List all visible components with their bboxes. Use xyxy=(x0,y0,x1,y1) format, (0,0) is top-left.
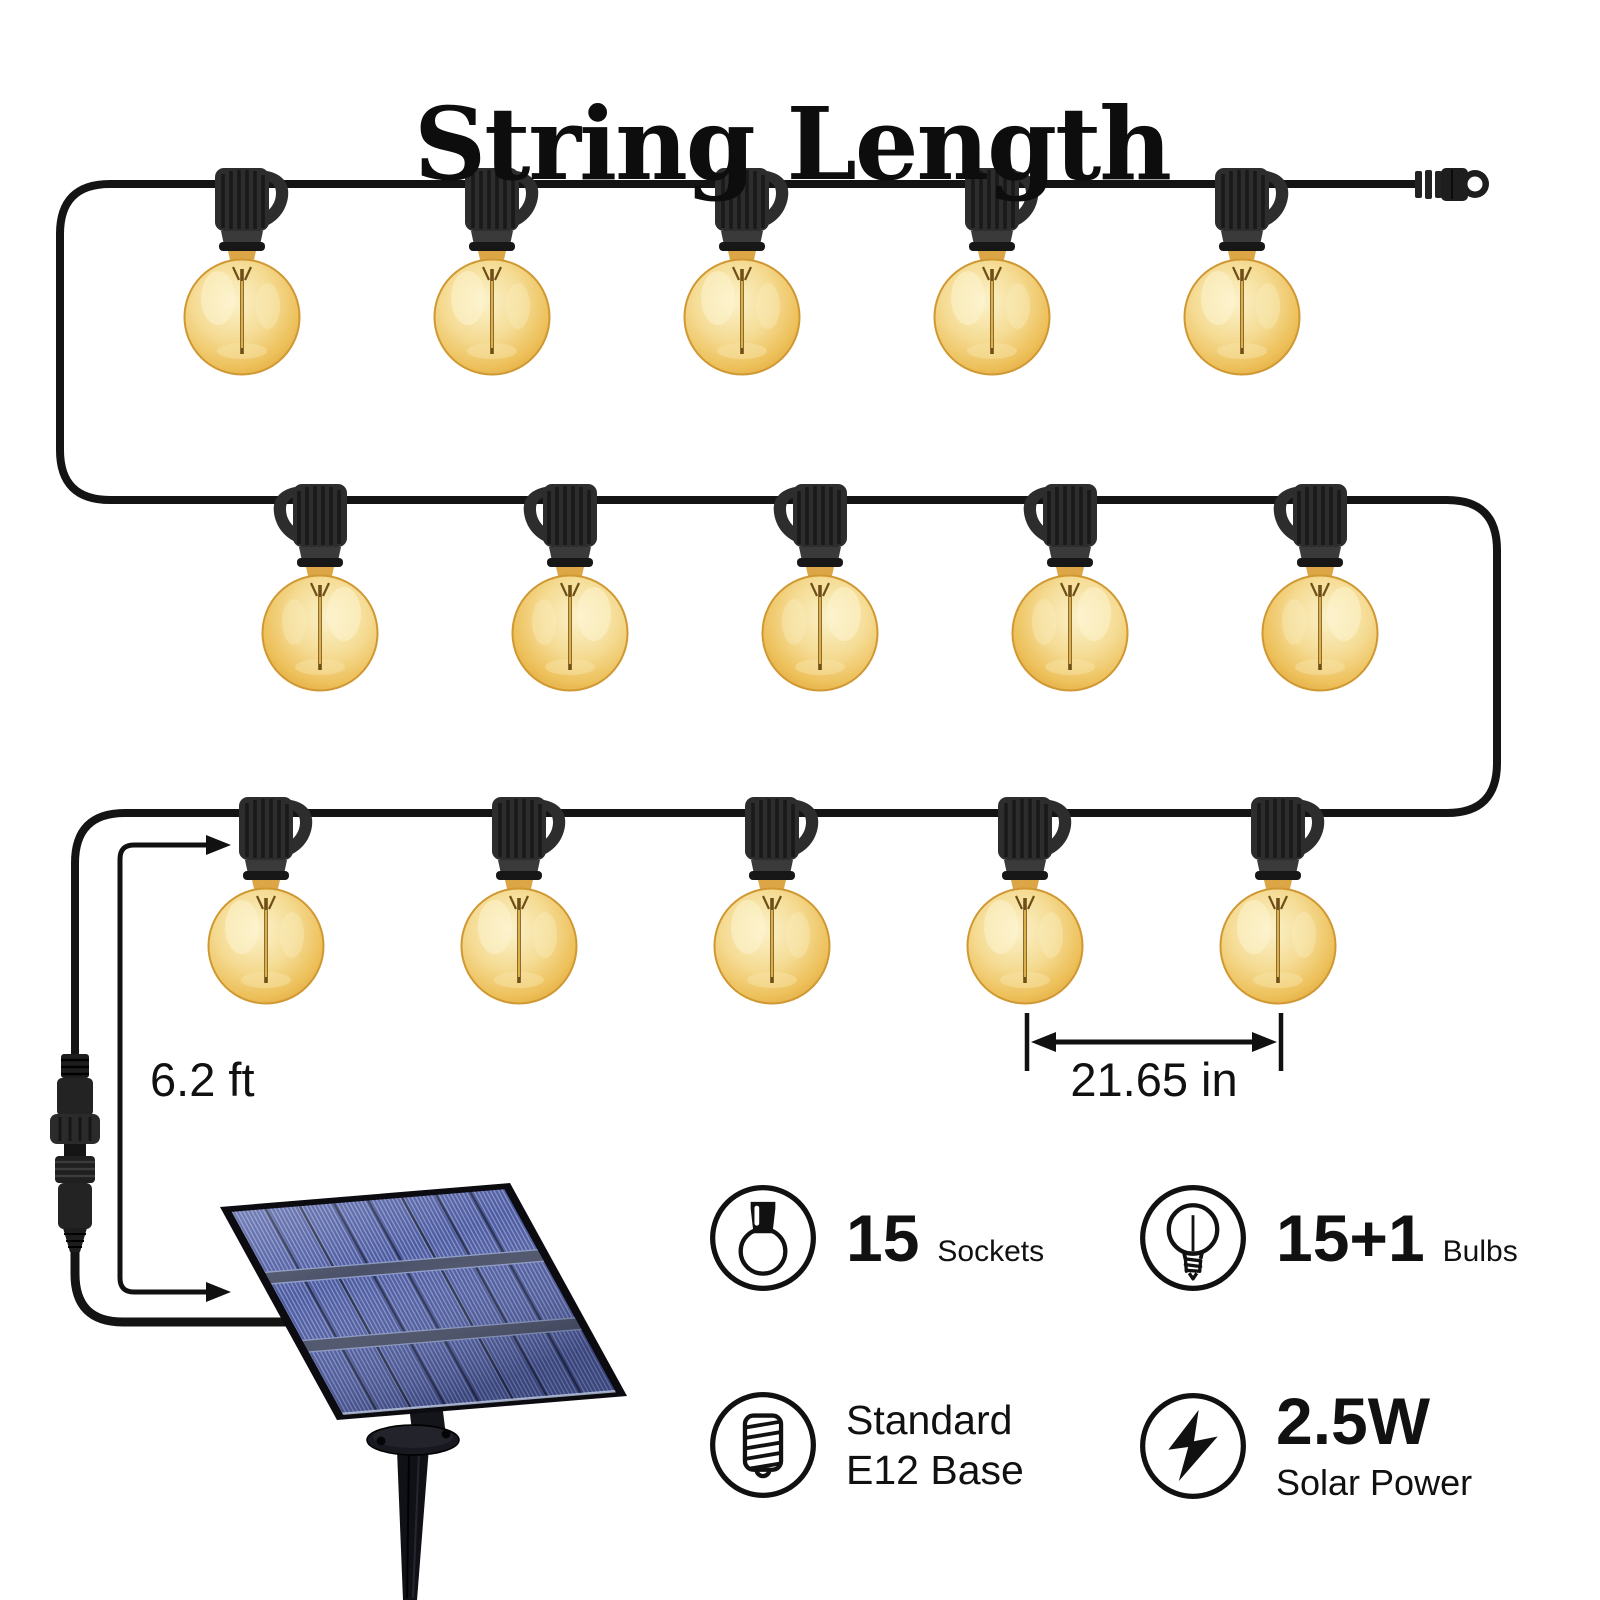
bulbs-count: 15+1 xyxy=(1276,1201,1425,1275)
feature-bulbs: 15+1 Bulbs xyxy=(1136,1181,1518,1295)
hanging-loop-end xyxy=(1415,168,1489,201)
lead-length-annotation xyxy=(117,835,231,1302)
power-plug-connector xyxy=(50,1054,100,1252)
solar-power-label: Solar Power xyxy=(1276,1462,1473,1503)
page-title: String Length xyxy=(414,85,1172,203)
lightning-icon xyxy=(1140,1393,1246,1499)
lead-wire xyxy=(70,1250,298,1327)
solar-watts: 2.5W xyxy=(1276,1384,1431,1458)
light-socket-bulb xyxy=(260,482,380,693)
stake-flange xyxy=(366,1424,460,1456)
light-socket-bulb xyxy=(459,795,579,1006)
solar-panel xyxy=(220,1182,628,1421)
feature-sockets: 15 Sockets xyxy=(706,1181,1044,1295)
light-socket-bulb xyxy=(965,795,1085,1006)
solar-panel-assembly xyxy=(220,1182,628,1600)
sockets-count: 15 xyxy=(846,1201,920,1275)
sockets-label: Sockets xyxy=(937,1235,1045,1268)
light-socket-bulb xyxy=(182,166,302,377)
socket-icon xyxy=(710,1185,816,1291)
e12-base-icon xyxy=(710,1392,816,1498)
light-socket-bulb xyxy=(206,795,326,1006)
light-socket-bulb xyxy=(760,482,880,693)
e12-line2: E12 Base xyxy=(846,1447,1024,1493)
lead-length-label: 6.2 ft xyxy=(150,1053,255,1106)
spacing-label: 21.65 in xyxy=(1070,1053,1238,1106)
light-socket-bulb xyxy=(1260,482,1380,693)
feature-e12-base: Standard E12 Base xyxy=(706,1388,1024,1502)
light-socket-bulb xyxy=(1182,166,1302,377)
ground-stake xyxy=(397,1447,429,1600)
light-socket-bulb xyxy=(510,482,630,693)
string-wire xyxy=(56,180,1501,1056)
e12-line1: Standard xyxy=(846,1396,1013,1443)
light-socket-bulb xyxy=(1010,482,1130,693)
bulb-icon xyxy=(1140,1185,1246,1291)
light-socket-bulb xyxy=(1218,795,1338,1006)
bulb-spacing-measurement xyxy=(1024,1013,1284,1071)
bulbs-label: Bulbs xyxy=(1442,1235,1518,1268)
light-socket-bulb xyxy=(712,795,832,1006)
feature-solar-power: 2.5W Solar Power xyxy=(1136,1388,1472,1504)
